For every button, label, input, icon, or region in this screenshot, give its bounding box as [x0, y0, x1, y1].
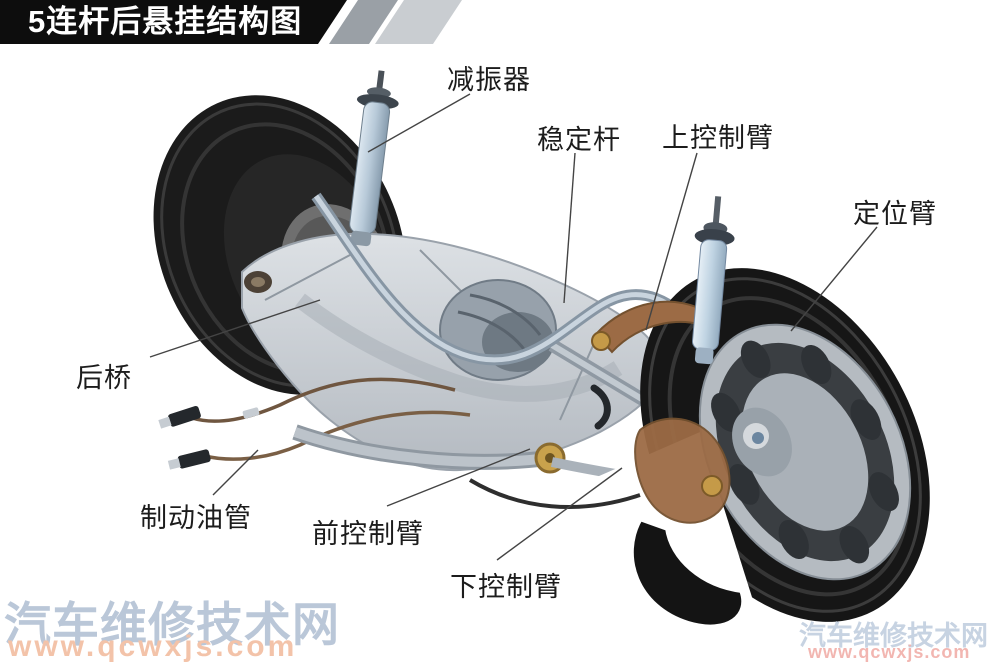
callout-front-control-arm: 前控制臂 — [312, 519, 424, 549]
callout-brake-pipe: 制动油管 — [140, 503, 252, 533]
watermark-url-bottom-right: www.qcwxjs.com — [808, 642, 971, 662]
callout-lower-control-arm: 下控制臂 — [450, 572, 562, 602]
banner-background — [0, 0, 462, 44]
watermark-url-bottom-left: www.qcwxjs.com — [8, 630, 298, 663]
callout-rear-axle: 后桥 — [76, 363, 132, 393]
callout-locating-arm: 定位臂 — [853, 199, 937, 229]
callout-stabilizer-bar: 稳定杆 — [537, 125, 621, 155]
page-title: 5连杆后悬挂结构图 — [28, 4, 303, 39]
watermark-site-name-bottom-right: 汽车维修技术网 — [799, 621, 988, 651]
shock-absorber-right — [691, 196, 735, 365]
watermark-site-name-bottom-left: 汽车维修技术网 — [4, 598, 340, 651]
callout-upper-control-arm: 上控制臂 — [662, 123, 774, 153]
callout-shock-absorber: 减振器 — [447, 65, 531, 95]
title-banner: 5连杆后悬挂结构图 — [0, 0, 480, 44]
right-wheel — [586, 268, 930, 660]
